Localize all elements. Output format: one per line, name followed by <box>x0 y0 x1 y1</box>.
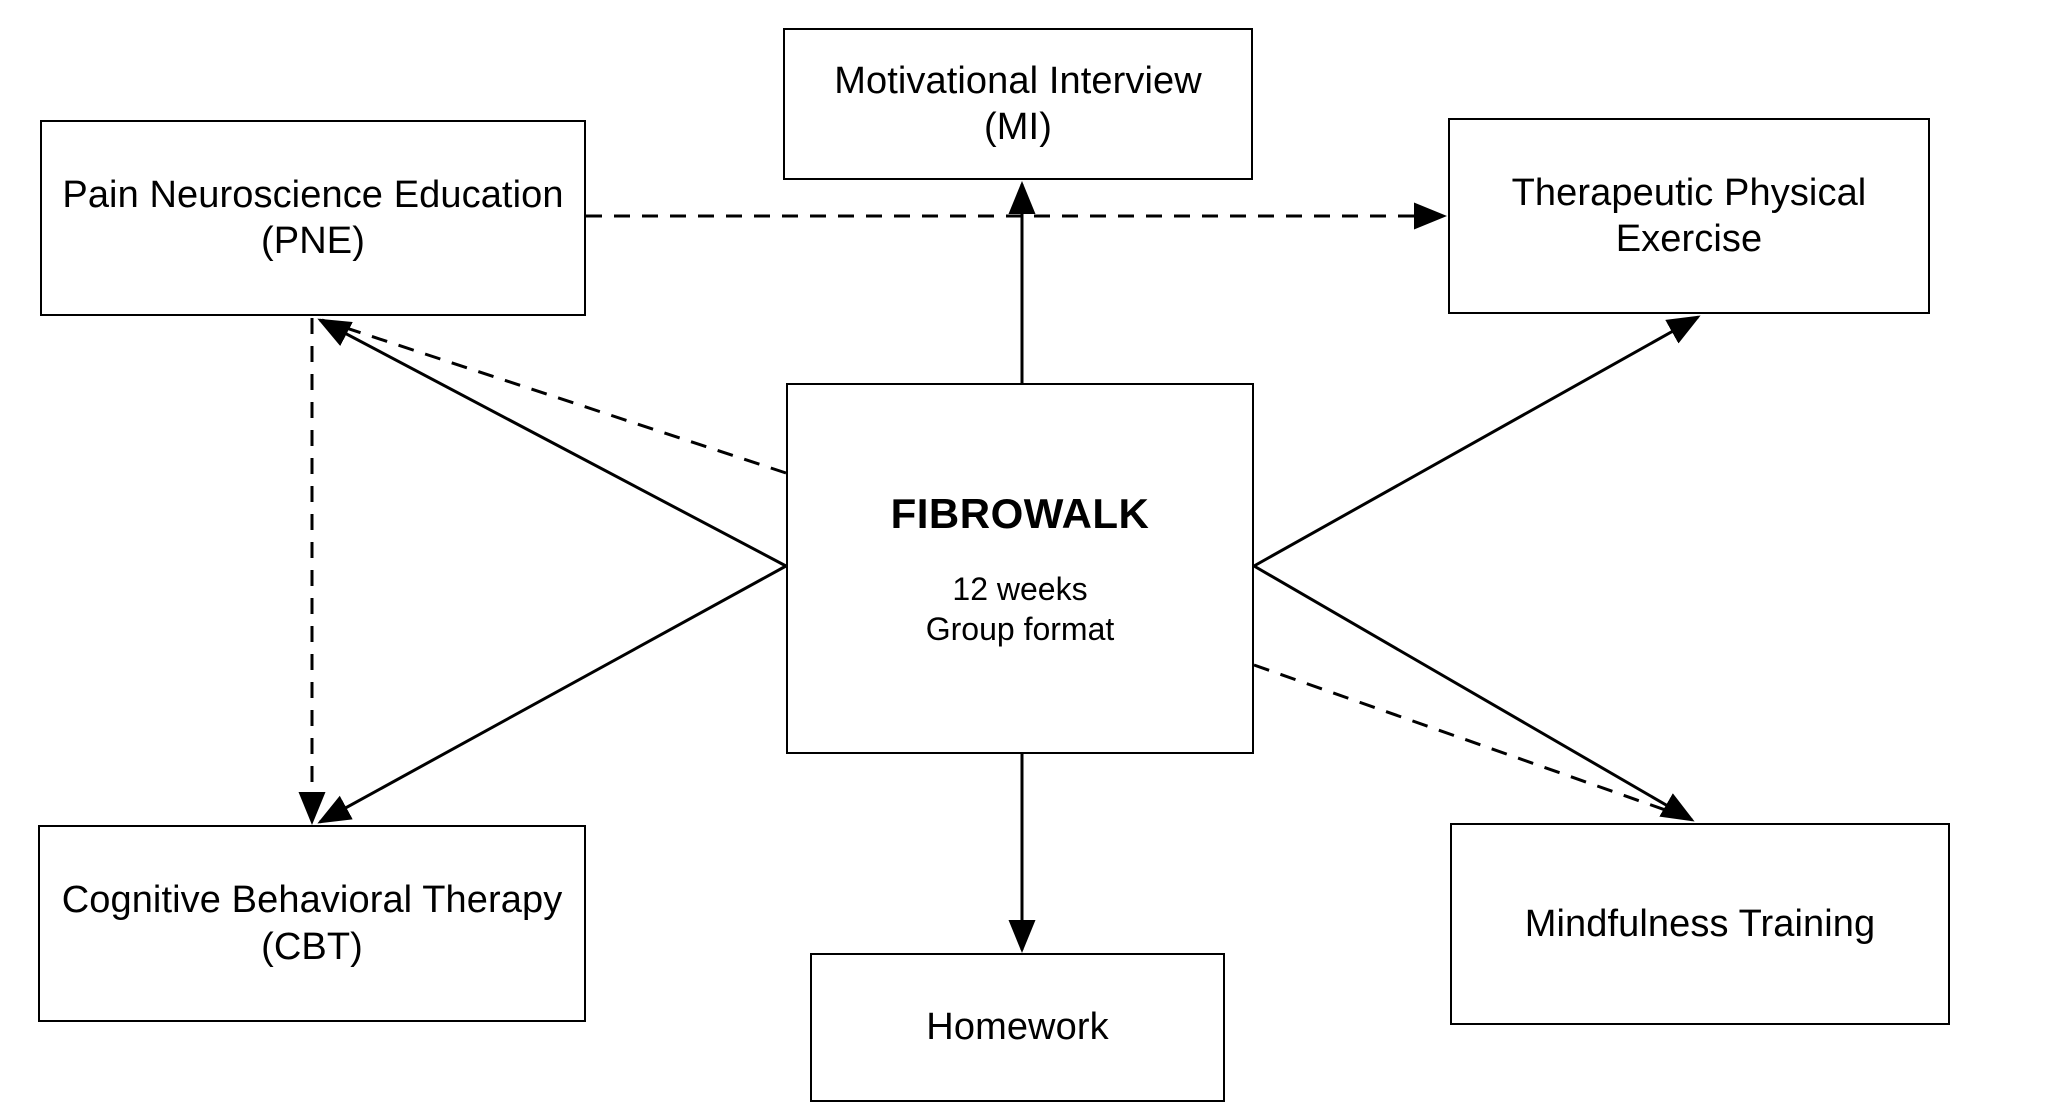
node-mindfulness-training[interactable]: Mindfulness Training <box>1450 823 1950 1025</box>
node-label-mi: Motivational Interview (MI) <box>834 59 1202 148</box>
edge-fibrowalk-to-mindfulness-training-dashed <box>1253 663 1689 820</box>
node-sublabel-fibrowalk: 12 weeks Group format <box>925 571 1115 648</box>
node-motivational-interview[interactable]: Motivational Interview (MI) <box>783 28 1253 180</box>
node-homework[interactable]: Homework <box>810 953 1225 1102</box>
edge-fibrowalk-to-therapeutic-physical-exercise <box>1253 315 1701 568</box>
node-therapeutic-physical-exercise[interactable]: Therapeutic Physical Exercise <box>1448 118 1930 314</box>
node-fibrowalk-core[interactable]: FIBROWALK 12 weeks Group format <box>786 383 1254 754</box>
edge-fibrowalk-to-mindfulness-training-solid <box>1253 564 1695 822</box>
edge-fibrowalk-to-pain-neuroscience-education-solid <box>317 318 787 568</box>
node-label-fibrowalk: FIBROWALK <box>890 489 1150 537</box>
node-cognitive-behavioral-therapy[interactable]: Cognitive Behavioral Therapy (CBT) <box>38 825 586 1022</box>
edge-fibrowalk-to-pain-neuroscience-education-dashed <box>321 318 787 475</box>
edge-fibrowalk-to-cognitive-behavioral-therapy <box>317 564 787 824</box>
node-label-cbt: Cognitive Behavioral Therapy (CBT) <box>61 879 563 968</box>
node-label-mindfulness: Mindfulness Training <box>1524 902 1876 945</box>
node-label-pne: Pain Neuroscience Education (PNE) <box>62 173 564 262</box>
node-label-homework: Homework <box>926 1006 1109 1049</box>
node-label-tpe: Therapeutic Physical Exercise <box>1511 171 1867 260</box>
node-pain-neuroscience-education[interactable]: Pain Neuroscience Education (PNE) <box>40 120 586 316</box>
